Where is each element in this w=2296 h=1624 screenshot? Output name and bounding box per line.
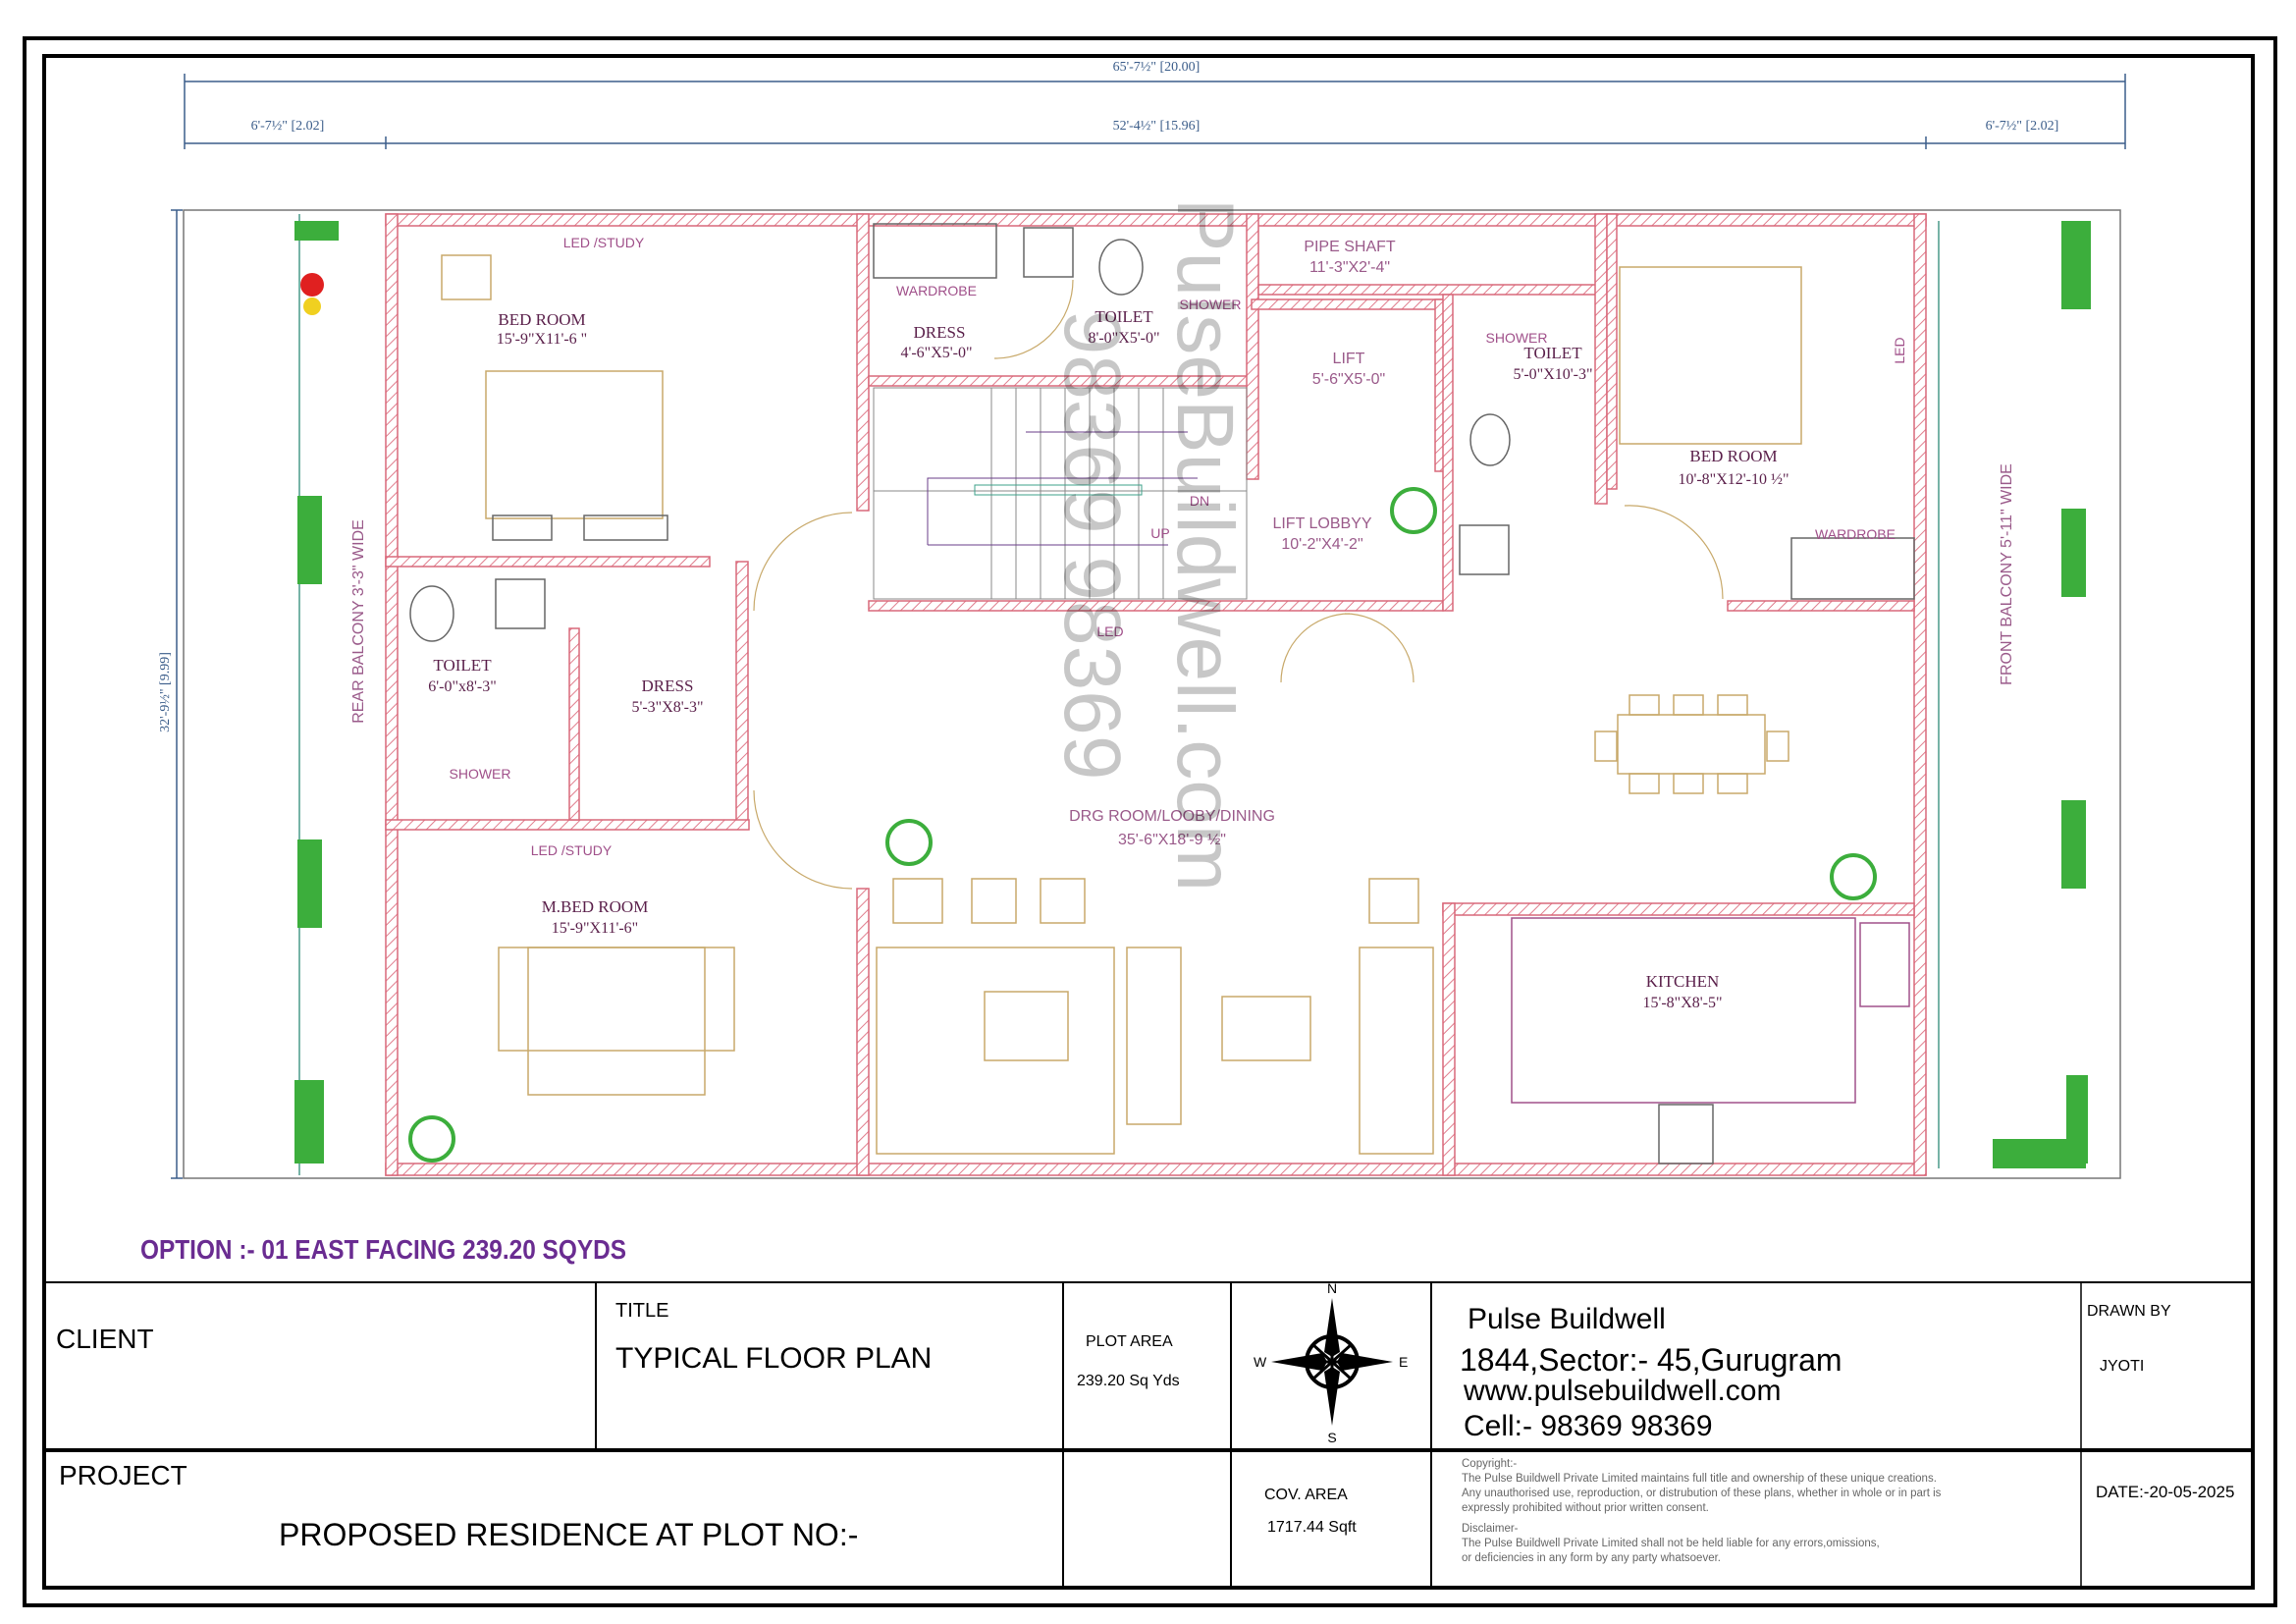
drawing-date: DATE:-20-05-2025 xyxy=(2096,1483,2235,1501)
lift-name: LIFT xyxy=(1333,351,1365,367)
doors xyxy=(753,279,1724,890)
led-1-label: LED xyxy=(1892,337,1907,363)
plants xyxy=(294,221,2091,1168)
disclaimer-line: The Pulse Buildwell Private Limited shal… xyxy=(1462,1538,1880,1549)
wardrobe-1-label: WARDROBE xyxy=(896,283,977,298)
plot-area-label: PLOT AREA xyxy=(1086,1333,1173,1350)
title-block-grid xyxy=(44,1281,2253,1588)
copyright-heading: Copyright:- xyxy=(1462,1458,1518,1470)
copyright-line: Any unauthorised use, reproduction, or d… xyxy=(1462,1488,1942,1499)
disclaimer-line: or deficiencies in any form by any party… xyxy=(1462,1552,1721,1564)
front-balcony-width-dimension: 6'-7½" [2.02] xyxy=(1986,119,2059,134)
bed-1 xyxy=(485,370,664,519)
bed-2 xyxy=(1619,266,1802,445)
drawing-room-name: DRG ROOM/LOOBY/DINING xyxy=(1069,808,1275,825)
bed-room-1-name: BED ROOM xyxy=(498,310,585,329)
plot-depth-dimension: 32'-9½" [9.99] xyxy=(158,652,173,732)
compass-e: E xyxy=(1399,1354,1408,1370)
pipe-shaft-name: PIPE SHAFT xyxy=(1304,239,1396,255)
company-website[interactable]: www.pulsebuildwell.com xyxy=(1464,1375,1782,1407)
inner-border xyxy=(42,54,2255,1590)
watermark-phone: 98369 98369 xyxy=(1047,310,1137,781)
sofa-left xyxy=(876,947,1115,1155)
title-label: TITLE xyxy=(615,1300,669,1322)
shower-2-label: SHOWER xyxy=(1486,330,1548,346)
watermark-site: PulseBuildwell.com xyxy=(1160,198,1250,892)
drawing-title: TYPICAL FLOOR PLAN xyxy=(615,1342,933,1375)
kitchen-name: KITCHEN xyxy=(1646,972,1720,991)
led-study-2-label: LED /STUDY xyxy=(531,842,613,858)
pipe-shaft-size: 11'-3"X2'-4" xyxy=(1309,259,1390,276)
bed-room-2-name: BED ROOM xyxy=(1689,447,1777,465)
toilet-2-name: TOILET xyxy=(1523,344,1582,362)
toilet-2-size: 5'-0"X10'-3" xyxy=(1513,366,1592,383)
furniture xyxy=(409,223,1915,1164)
outer-border xyxy=(23,36,2277,1607)
dining-table xyxy=(1617,714,1766,775)
overall-width-dimension: 65'-7½" [20.00] xyxy=(1113,60,1201,75)
toilet-3-size: 6'-0"x8'-3" xyxy=(428,678,496,695)
lift-lobby-size: 10'-2"X4'-2" xyxy=(1281,536,1362,553)
drawn-by-label: DRAWN BY xyxy=(2087,1303,2171,1320)
m-bed-room-size: 15'-9"X11'-6" xyxy=(552,920,638,937)
plot-area-value: 239.20 Sq Yds xyxy=(1077,1373,1180,1389)
shower-3-label: SHOWER xyxy=(450,766,511,782)
kitchen-size: 15'-8"X8'-5" xyxy=(1642,995,1722,1011)
rear-balcony-width-dimension: 6'-7½" [2.02] xyxy=(251,119,325,134)
client-label: CLIENT xyxy=(56,1324,154,1354)
company-address: 1844,Sector:- 45,Gurugram xyxy=(1460,1342,1842,1378)
bed-room-1-size: 15'-9"X11'-6 " xyxy=(497,331,587,348)
master-bed xyxy=(527,947,706,1096)
stair-up-label: UP xyxy=(1150,525,1169,541)
project-value: PROPOSED RESIDENCE AT PLOT NO:- xyxy=(279,1517,859,1552)
compass-w: W xyxy=(1254,1354,1267,1370)
dress-2-name: DRESS xyxy=(642,677,694,695)
lift-size: 5'-6"X5'-0" xyxy=(1312,371,1385,388)
toilet-3-name: TOILET xyxy=(433,656,492,675)
drawn-by-value: JYOTI xyxy=(2100,1358,2145,1375)
led-2-label: LED xyxy=(1096,623,1123,639)
compass-n: N xyxy=(1327,1280,1337,1296)
plot-boundary xyxy=(183,209,2121,1179)
rear-balcony-label: REAR BALCONY 3'-3" WIDE xyxy=(350,519,367,724)
cov-area-label: COV. AREA xyxy=(1264,1487,1348,1503)
front-balcony-label: FRONT BALCONY 5'-11" WIDE xyxy=(1999,463,2015,685)
legal-notice: Copyright:- The Pulse Buildwell Private … xyxy=(1462,1457,1941,1566)
project-label: PROJECT xyxy=(59,1460,187,1490)
kitchen-counter xyxy=(1511,917,1856,1104)
copyright-line: The Pulse Buildwell Private Limited main… xyxy=(1462,1473,1937,1485)
disclaimer-heading: Disclaimer- xyxy=(1462,1523,1519,1535)
option-label: OPTION :- 01 EAST FACING 239.20 SQYDS xyxy=(140,1234,626,1265)
bed-room-2-size: 10'-8"X12'-10 ½" xyxy=(1678,471,1789,488)
lift-lobby-name: LIFT LOBBYY xyxy=(1272,515,1371,532)
dress-1-size: 4'-6"X5'-0" xyxy=(900,345,972,361)
toilet-1-size: 8'-0"X5'-0" xyxy=(1088,330,1159,347)
staircase xyxy=(873,387,1248,600)
company-name: Pulse Buildwell xyxy=(1468,1303,1666,1335)
toilet-1-name: TOILET xyxy=(1095,307,1153,326)
shower-1-label: SHOWER xyxy=(1180,297,1242,312)
dress-2-size: 5'-3"X8'-3" xyxy=(631,699,703,716)
walls xyxy=(385,213,1927,1176)
dimension-lines xyxy=(171,74,2126,1179)
stair-down-label: DN xyxy=(1190,493,1209,509)
cov-area-value: 1717.44 Sqft xyxy=(1267,1519,1357,1536)
copyright-line: expressly prohibited without prior writt… xyxy=(1462,1502,1709,1514)
compass-rose-icon: N S E W xyxy=(1254,1280,1408,1445)
m-bed-room-name: M.BED ROOM xyxy=(542,897,649,916)
drawing-room-size: 35'-6"X18'-9 ½" xyxy=(1118,832,1226,848)
wardrobe-2-label: WARDROBE xyxy=(1815,526,1896,542)
company-cell: Cell:- 98369 98369 xyxy=(1464,1410,1713,1442)
compass-s: S xyxy=(1327,1430,1336,1445)
dress-1-name: DRESS xyxy=(914,323,966,342)
led-study-1-label: LED /STUDY xyxy=(563,235,645,250)
sofa-right xyxy=(1359,947,1434,1155)
building-width-dimension: 52'-4½" [15.96] xyxy=(1113,119,1201,134)
